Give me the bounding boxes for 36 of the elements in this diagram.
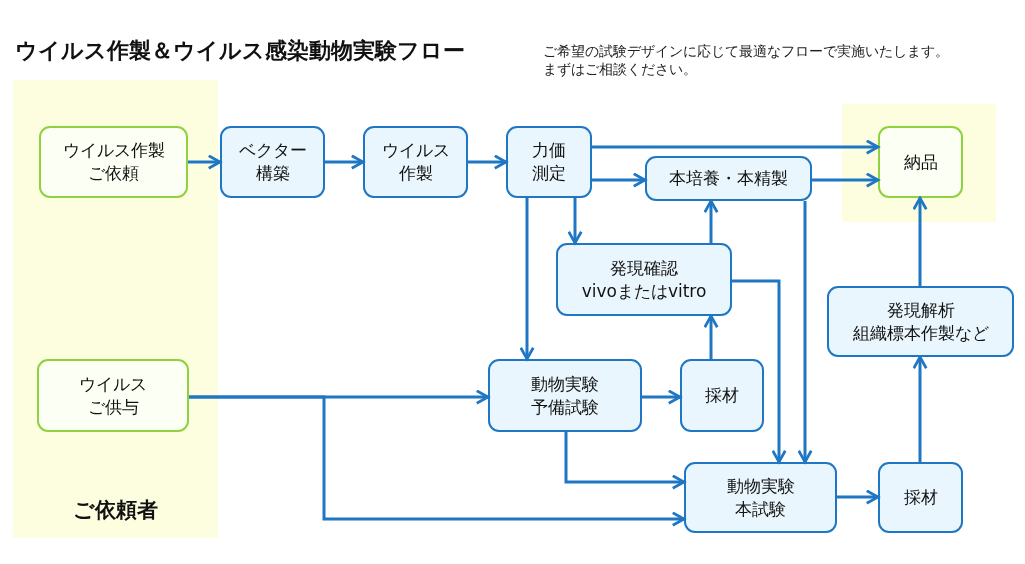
arrow xyxy=(592,139,880,155)
process-box: 動物実験予備試験 xyxy=(488,359,642,432)
process-box: 採材 xyxy=(878,462,963,533)
arrow xyxy=(812,172,880,188)
process-box: 力価測定 xyxy=(506,126,592,198)
group-band xyxy=(13,80,218,538)
process-box: 動物実験本試験 xyxy=(684,462,837,533)
arrow xyxy=(564,432,686,490)
process-box: 採材 xyxy=(680,359,764,432)
arrow xyxy=(592,172,647,188)
client-step-box: ウイルス作製ご依頼 xyxy=(39,126,188,198)
arrow xyxy=(188,154,222,170)
process-box: ウイルス作製 xyxy=(363,126,468,198)
arrow xyxy=(912,196,928,286)
process-box: ベクター構築 xyxy=(220,126,325,198)
process-box: 本培養・本精製 xyxy=(645,156,812,201)
client-step-box: 納品 xyxy=(878,126,963,198)
arrow xyxy=(567,198,583,245)
group-band xyxy=(842,104,996,222)
arrow xyxy=(732,279,787,464)
arrow xyxy=(797,201,813,464)
process-box: 発現確認vivoまたはvitro xyxy=(556,243,732,316)
arrow xyxy=(912,355,928,462)
arrow xyxy=(642,389,682,405)
arrow xyxy=(837,489,880,505)
arrow xyxy=(468,154,508,170)
arrow xyxy=(325,154,365,170)
note-text: ご希望の試験デザインに応じて最適なフローで実施いたします。まずはご相談ください。 xyxy=(543,42,950,79)
arrow xyxy=(703,314,719,359)
group-label: ご依頼者 xyxy=(72,497,159,524)
client-step-box: ウイルスご供与 xyxy=(37,359,189,432)
diagram-title: ウイルス作製＆ウイルス感染動物実験フロー xyxy=(15,37,465,65)
arrow xyxy=(189,395,686,527)
process-box: 発現解析組織標本作製など xyxy=(827,286,1014,357)
arrow xyxy=(519,198,535,361)
arrow xyxy=(703,199,719,243)
